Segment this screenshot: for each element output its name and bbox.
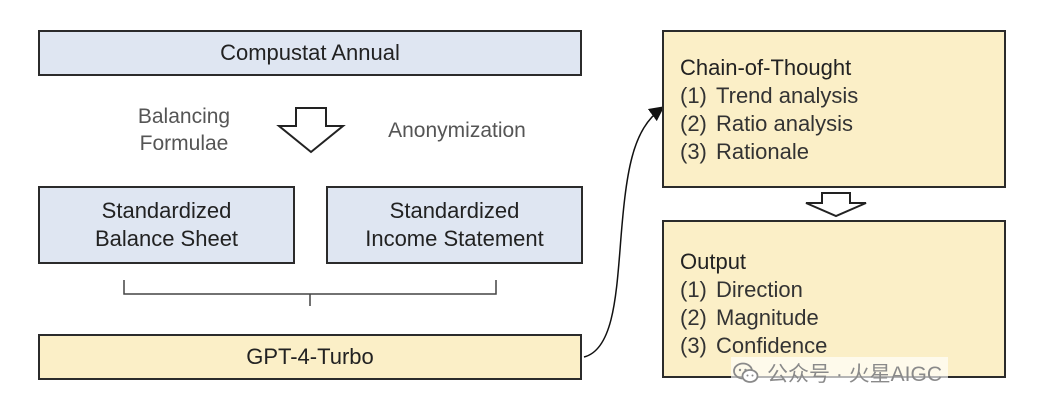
watermark-text: 公众号 · 火星AIGC: [767, 363, 943, 386]
chain-of-thought-box: Chain-of-Thought (1) Trend analysis (2) …: [662, 30, 1006, 188]
cot-item-text: Ratio analysis: [716, 111, 853, 136]
wechat-icon: [733, 362, 759, 384]
output-item-text: Direction: [716, 277, 803, 302]
output-item-number: (1): [680, 277, 707, 302]
output-box: Output (1) Direction (2) Magnitude (3) C…: [662, 220, 1006, 378]
output-item-number: (2): [680, 305, 707, 330]
chain-of-thought-title: Chain-of-Thought: [680, 55, 852, 80]
output-item-number: (3): [680, 333, 707, 358]
watermark: 公众号 · 火星AIGC: [731, 357, 949, 389]
anonymization-label: Anonymization: [388, 119, 526, 142]
compustat-annual-label: Compustat Annual: [220, 40, 400, 65]
compustat-annual-box: Compustat Annual: [38, 30, 582, 76]
cot-item-number: (1): [680, 83, 707, 108]
balancing-line2: Formulae: [139, 132, 229, 155]
standardized-balance-sheet-box: Standardized Balance Sheet: [38, 186, 295, 264]
balance-sheet-line2: Balance Sheet: [94, 226, 239, 251]
hollow-down-arrow-right: [805, 192, 867, 218]
balancing-formulae-label: Balancing Formulae: [124, 103, 244, 157]
gpt-4-turbo-label: GPT-4-Turbo: [246, 344, 374, 369]
output-item: (2) Magnitude: [680, 304, 1004, 332]
cot-item-text: Rationale: [716, 139, 809, 164]
output-item: (3) Confidence: [680, 332, 1004, 360]
output-item: (1) Direction: [680, 276, 1004, 304]
cot-item: (3) Rationale: [680, 138, 1004, 166]
standardized-income-statement-box: Standardized Income Statement: [326, 186, 583, 264]
income-statement-line2: Income Statement: [365, 226, 544, 251]
output-item-text: Magnitude: [716, 305, 819, 330]
cot-item: (2) Ratio analysis: [680, 110, 1004, 138]
cot-item-number: (3): [680, 139, 707, 164]
curved-arrow-gpt-to-cot: [583, 106, 665, 358]
output-item-text: Confidence: [716, 333, 828, 358]
gpt-4-turbo-box: GPT-4-Turbo: [38, 334, 582, 380]
hollow-down-arrow-left: [276, 107, 346, 154]
output-title: Output: [680, 249, 747, 274]
grouping-brace: [123, 280, 497, 306]
balancing-line1: Balancing: [137, 105, 231, 128]
income-statement-line1: Standardized: [389, 198, 520, 223]
cot-item-text: Trend analysis: [716, 83, 859, 108]
balance-sheet-line1: Standardized: [101, 198, 232, 223]
cot-item-number: (2): [680, 111, 707, 136]
cot-item: (1) Trend analysis: [680, 82, 1004, 110]
